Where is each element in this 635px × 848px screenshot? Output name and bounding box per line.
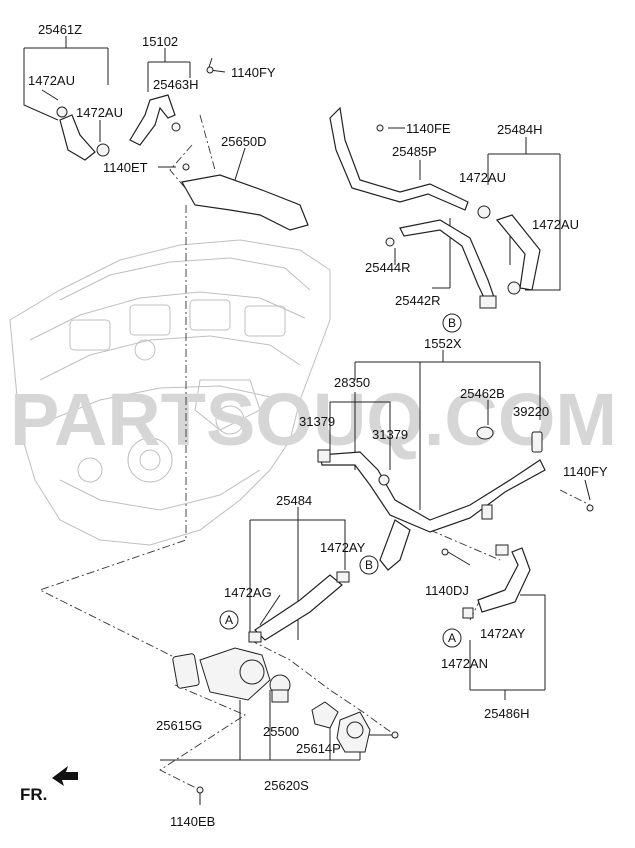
part-labels: 25461Z 1472AU 1472AU 15102 25463H 1140FY… [28, 22, 608, 829]
hose-25484H [495, 214, 541, 291]
label-25485P: 25485P [392, 144, 437, 159]
direction-marker: FR. [20, 766, 78, 804]
label-25462B: 25462B [460, 386, 505, 401]
label-31379-a: 31379 [299, 414, 335, 429]
hose-25484 [254, 574, 343, 641]
callout-B-mid: B [365, 558, 373, 572]
callout-B-top-circle [442, 313, 462, 333]
label-25463H: 25463H [153, 77, 199, 92]
fr-label: FR. [20, 785, 47, 804]
pipe-25485P [329, 106, 469, 211]
label-1472AY-b: 1472AY [480, 626, 526, 641]
label-25614P: 25614P [296, 741, 341, 756]
label-25484H: 25484H [497, 122, 543, 137]
label-1472AU-c: 1472AU [459, 170, 506, 185]
label-25444R: 25444R [365, 260, 411, 275]
clamps [56, 66, 594, 794]
label-1472AU-d: 1472AU [532, 217, 579, 232]
engine-block [9, 239, 331, 546]
callout-A-right-circle [442, 628, 462, 648]
label-1140ET: 1140ET [103, 160, 148, 175]
label-25615G: 25615G [156, 718, 202, 733]
label-1472AU-b: 1472AU [76, 105, 123, 120]
label-1472AN: 1472AN [441, 656, 488, 671]
hose-15102 [129, 94, 176, 146]
bracket-pipe [379, 519, 411, 571]
label-25461Z: 25461Z [38, 22, 82, 37]
label-25486H: 25486H [484, 706, 530, 721]
label-31379-b: 31379 [372, 427, 408, 442]
label-1140EB: 1140EB [170, 814, 215, 829]
callouts: B B A A [219, 313, 462, 648]
label-25442R: 25442R [395, 293, 441, 308]
hose-25461Z [59, 114, 96, 161]
label-28350: 28350 [334, 375, 370, 390]
label-1472AG: 1472AG [224, 585, 272, 600]
label-1140DJ: 1140DJ [425, 583, 469, 598]
label-1472AY-a: 1472AY [320, 540, 366, 555]
label-39220: 39220 [513, 404, 549, 419]
arrow-icon [52, 766, 78, 786]
pipe-28350 [319, 451, 546, 533]
callout-B-top: B [448, 316, 456, 330]
hoses [59, 94, 546, 641]
callout-A-left-circle [219, 610, 239, 630]
dashed-guides [38, 114, 591, 791]
watermark-text: PARTSOUQ.COM [10, 378, 617, 461]
callout-B-mid-circle [359, 555, 379, 575]
callout-A-right: A [448, 631, 456, 645]
label-1140FY-b: 1140FY [563, 464, 608, 479]
hose-25486H [477, 547, 531, 613]
label-1552X: 1552X [424, 336, 462, 351]
label-25500: 25500 [263, 724, 299, 739]
label-15102: 15102 [142, 34, 178, 49]
label-1140FY-a: 1140FY [231, 65, 276, 80]
label-25650D: 25650D [221, 134, 267, 149]
label-1472AU-a: 1472AU [28, 73, 75, 88]
manifold-25650D [181, 174, 309, 231]
label-1140FE: 1140FE [406, 121, 451, 136]
label-25484: 25484 [276, 493, 312, 508]
label-25620S: 25620S [264, 778, 309, 793]
callout-A-left: A [225, 613, 233, 627]
